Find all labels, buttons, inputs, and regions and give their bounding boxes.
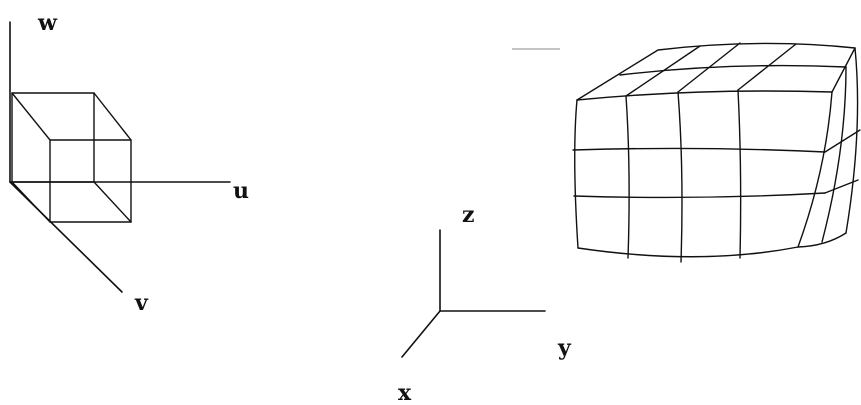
cube-edge	[93, 181, 132, 223]
z-axis-label: z	[462, 202, 475, 228]
parameter-space-diagram: w u v	[9, 10, 249, 316]
deformed-lattice	[512, 42, 861, 263]
front-face-line	[737, 89, 742, 259]
front-right-edge	[797, 91, 833, 248]
side-right-edge	[845, 47, 859, 234]
x-axis-label: x	[398, 380, 412, 405]
front-left-edge	[574, 99, 579, 249]
side-face-line	[824, 129, 861, 153]
u-axis-label: u	[233, 178, 249, 204]
front-face-line	[625, 95, 630, 259]
top-face-line	[625, 45, 701, 97]
front-face-line	[572, 147, 826, 153]
cube-edge	[93, 92, 132, 141]
v-axis-label: v	[134, 290, 149, 316]
world-axes-diagram: z y x	[398, 202, 572, 405]
front-face-line	[573, 192, 826, 199]
side-bottom-edge	[797, 232, 847, 248]
side-face-line	[824, 179, 859, 194]
front-face-line	[677, 91, 683, 263]
cube-front-face	[11, 92, 95, 183]
side-face-line	[821, 66, 847, 243]
y-axis-label: y	[557, 335, 572, 361]
uvw-axes	[9, 21, 231, 293]
x-axis	[401, 310, 441, 358]
cube-edge	[11, 181, 51, 223]
front-bottom-edge	[577, 246, 799, 258]
top-face-outline	[576, 42, 856, 101]
top-face-line	[737, 43, 797, 91]
undeformed-cube	[11, 92, 132, 223]
top-face-line	[619, 64, 847, 76]
front-top-edge	[576, 90, 833, 101]
top-face-line	[677, 42, 741, 93]
w-axis-label: w	[37, 10, 58, 36]
cube-edge	[11, 92, 51, 141]
